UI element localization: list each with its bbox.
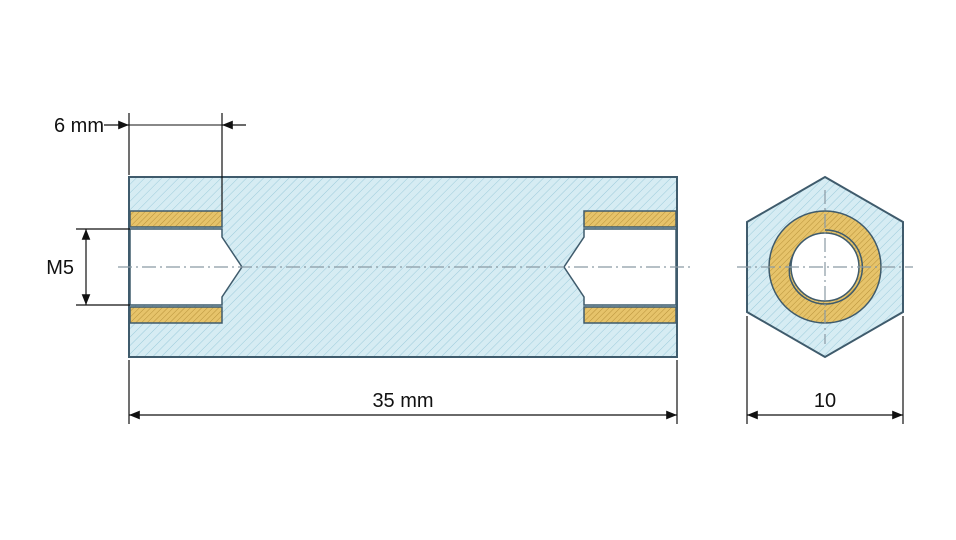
thread-depth-label: 6 mm bbox=[54, 115, 104, 137]
right-threaded-bore bbox=[563, 210, 677, 324]
left-thread-bottom bbox=[129, 306, 223, 324]
right-thread-top bbox=[583, 210, 677, 228]
thread-depth-dimension: 6 mm bbox=[54, 113, 246, 211]
length-dimension: 35 mm bbox=[128, 360, 678, 424]
side-view bbox=[118, 176, 690, 358]
left-thread-top bbox=[129, 210, 223, 228]
right-thread-bottom bbox=[583, 306, 677, 324]
end-view bbox=[737, 175, 913, 359]
thread-size-dimension: M5 bbox=[46, 228, 130, 306]
width-dimension: 10 bbox=[746, 316, 904, 424]
width-label: 10 bbox=[814, 390, 836, 412]
length-label: 35 mm bbox=[372, 390, 433, 412]
thread-size-label: M5 bbox=[46, 257, 74, 279]
